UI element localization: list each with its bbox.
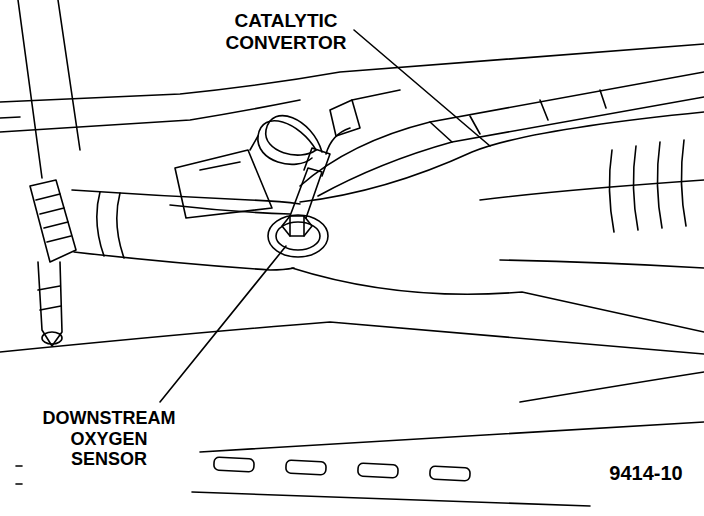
leader-line bbox=[354, 30, 490, 146]
leader-line bbox=[160, 246, 286, 402]
part-label: DOWNSTREAM OXYGEN SENSOR bbox=[36, 408, 182, 470]
part-label: CATALYTIC CONVERTOR bbox=[222, 10, 350, 54]
figure-number: 9414-10 bbox=[598, 462, 694, 485]
